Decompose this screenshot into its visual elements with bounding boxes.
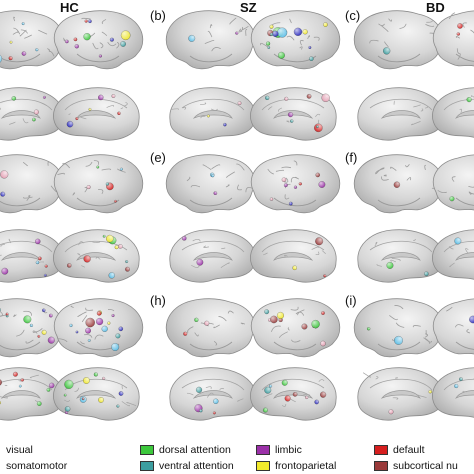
panel-label-f: (f) [345, 150, 358, 165]
panel-label-h: (h) [150, 293, 166, 308]
panel-label-e: (e) [150, 150, 166, 165]
legend-label: dorsal attention [159, 444, 231, 456]
legend-label: subcortical nu [393, 460, 458, 472]
legend-dorsal-attention: dorsal attention [140, 444, 231, 456]
legend-visual: visual [6, 444, 33, 456]
legend-frontoparietal: frontoparietal [256, 460, 336, 472]
legend-label: default [393, 444, 425, 456]
column-header-sz: SZ [240, 0, 257, 15]
legend-label: ventral attention [159, 460, 234, 472]
network-legend: visual somatomotor dorsal attention vent… [0, 440, 474, 474]
legend-subcortical: subcortical nu [374, 460, 458, 472]
legend-somatomotor: somatomotor [6, 460, 67, 472]
legend-label: somatomotor [6, 460, 68, 472]
legend-swatch [374, 445, 388, 455]
column-header-bd: BD [426, 0, 445, 15]
panel-label-c: (c) [345, 8, 361, 23]
panel-label-i: (i) [345, 293, 357, 308]
legend-default: default [374, 444, 425, 456]
legend-label: limbic [275, 444, 302, 456]
legend-swatch [140, 445, 154, 455]
legend-swatch [374, 461, 388, 471]
legend-ventral-attention: ventral attention [140, 460, 234, 472]
legend-label: frontoparietal [275, 460, 337, 472]
brain-network-grid [0, 10, 474, 421]
column-header-hc: HC [60, 0, 79, 15]
legend-swatch [256, 445, 270, 455]
legend-swatch [140, 461, 154, 471]
legend-swatch [256, 461, 270, 471]
legend-limbic: limbic [256, 444, 302, 456]
legend-label: visual [6, 444, 33, 456]
panel-label-b: (b) [150, 8, 166, 23]
